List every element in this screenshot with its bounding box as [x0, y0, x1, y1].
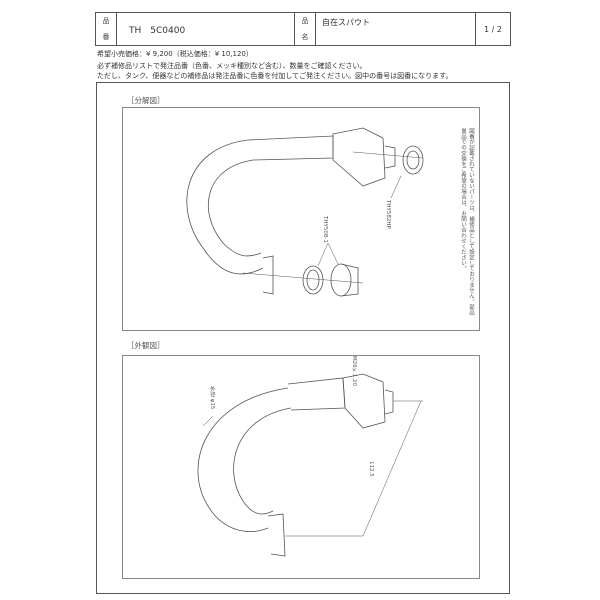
diameter-label: 外径 φ15 [209, 386, 215, 410]
retail-price: 希望小売価格：¥ 9,200（税込価格：¥ 10,120） [97, 50, 253, 58]
dimension-label: 112.5 [368, 461, 374, 477]
product-code: TH 5C0400 [117, 13, 295, 45]
part-number-label: THY508-1 [322, 216, 328, 243]
exploded-view-label: ［分解図］ [127, 96, 165, 105]
side-note: 図番が記載されていないパーツは、補修品として設定しておりません。部品単品での交換… [460, 128, 474, 315]
code-label-char: 品 [102, 17, 110, 25]
external-view-panel: M26×1.20 外径 φ15 112.5 [122, 355, 480, 579]
exploded-view-panel: THY582HP THY508-1 図番が記載されていないパーツは、補修品として… [122, 107, 480, 331]
thread-size-label: M26×1.20 [351, 356, 357, 386]
name-label: 品 名 [295, 13, 316, 45]
code-label-char: 番 [102, 33, 110, 41]
part-number-label: THY582HP [385, 200, 391, 229]
title-block: 品 番 TH 5C0400 品 名 自在スパウト 1 / 2 [95, 12, 511, 46]
external-view-label: ［外観図］ [127, 341, 165, 350]
drawing-frame [96, 82, 510, 594]
note-line: ただし、タンク、便器などの補修品は発注品番に色番を付加してご発注ください。図中の… [97, 72, 453, 80]
product-name: 自在スパウト [316, 13, 476, 45]
note-line: 必ず補修品リストで発注品番（色番、メッキ種別など含む）、数量をご確認ください。 [97, 62, 367, 70]
order-notes: 必ず補修品リストで発注品番（色番、メッキ種別など含む）、数量をご確認ください。 … [97, 61, 452, 81]
name-label-char: 品 [301, 17, 309, 25]
exploded-spout-drawing [186, 127, 424, 297]
name-label-char: 名 [301, 33, 309, 41]
page-number: 1 / 2 [484, 24, 502, 34]
external-spout-drawing [197, 373, 423, 557]
code-label: 品 番 [96, 13, 117, 45]
